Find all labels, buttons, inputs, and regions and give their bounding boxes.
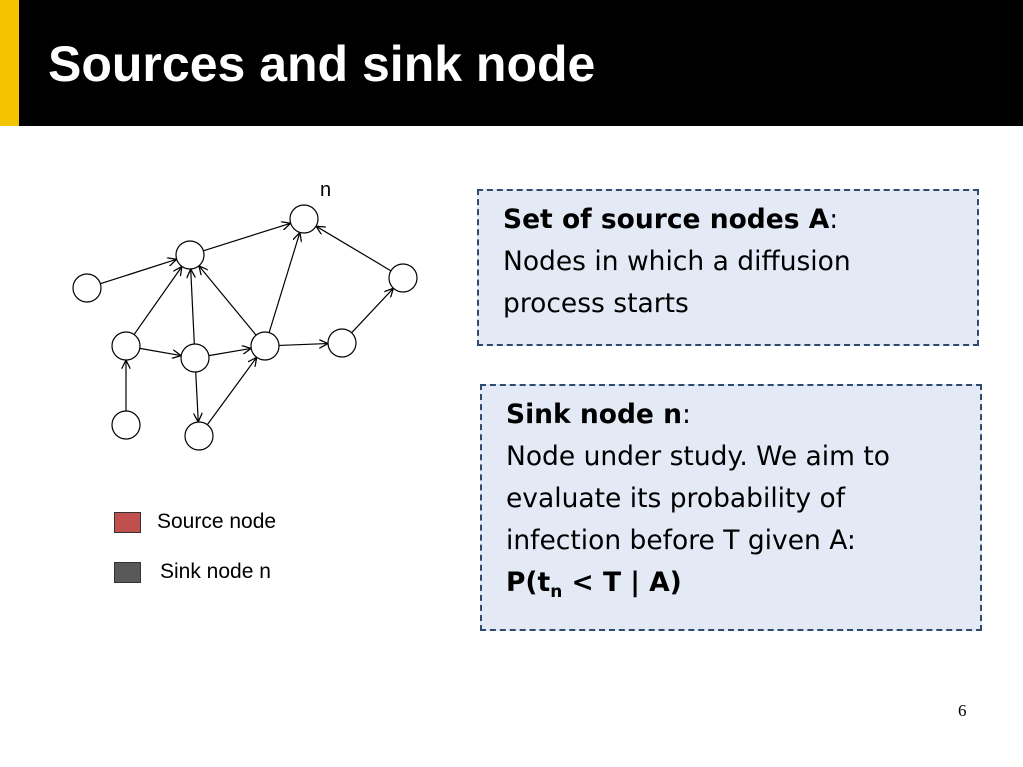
source-definition-box: Set of source nodes A: Nodes in which a …	[477, 189, 979, 346]
slide-title: Sources and sink node	[48, 36, 596, 92]
legend-sink-swatch	[114, 561, 141, 583]
source-box-heading-line: Set of source nodes A:	[503, 199, 977, 241]
edge-n5-n10	[196, 371, 199, 421]
node-layer	[72, 204, 418, 451]
source-box-line: Nodes in which a diffusion	[503, 246, 851, 277]
page-number: 6	[958, 701, 967, 720]
edge-n6-n0	[268, 233, 299, 333]
sink-node	[289, 204, 319, 234]
edge-n6-n2	[200, 267, 257, 336]
sink-box-heading: Sink node n	[506, 399, 682, 430]
legend-sink-label: Sink node n	[160, 560, 271, 583]
source-box-colon: :	[829, 204, 839, 235]
edge-n4-n2	[133, 267, 181, 335]
graph-node	[327, 328, 357, 358]
title-bar	[0, 0, 1023, 126]
edge-n3-n0	[317, 227, 392, 272]
edge-n8-n3	[351, 289, 393, 334]
sink-node-label: n	[320, 179, 331, 201]
edge-layer	[100, 224, 393, 426]
formula-prefix: P(t	[506, 567, 551, 598]
graph-node	[111, 331, 141, 361]
legend-source-swatch	[114, 511, 141, 533]
source-box-line: process starts	[503, 288, 689, 319]
legend-source: Source node	[114, 510, 276, 534]
legend-source-label: Source node	[157, 510, 277, 533]
graph-node	[175, 240, 205, 270]
legend-sink: Sink node n	[114, 560, 271, 584]
sink-box-line: evaluate its probability of	[506, 483, 846, 514]
edge-n1-n2	[100, 260, 175, 285]
edge-n10-n6	[206, 358, 256, 426]
edge-n5-n6	[208, 349, 250, 357]
edge-n4-n5	[139, 347, 180, 355]
graph-node	[111, 410, 141, 440]
sink-box-line: infection before T given A:	[506, 525, 856, 556]
graph-node	[180, 343, 210, 373]
formula-subscript: n	[550, 582, 563, 602]
graph-node	[184, 421, 214, 451]
graph-node	[250, 331, 280, 361]
edge-n5-n2	[191, 270, 195, 345]
sink-definition-box: Sink node n: Node under study. We aim to…	[480, 384, 982, 631]
graph-node	[388, 263, 418, 293]
sink-box-formula: P(tn < T | A)	[506, 562, 980, 604]
edge-n2-n0	[203, 224, 289, 252]
sink-box-heading-line: Sink node n:	[506, 394, 980, 436]
source-box-heading: Set of source nodes A	[503, 204, 830, 235]
graph-node	[72, 273, 102, 303]
title-accent-stripe	[0, 0, 19, 126]
sink-box-line: Node under study. We aim to	[506, 441, 891, 472]
sink-box-colon: :	[682, 399, 691, 430]
edge-n6-n8	[278, 344, 327, 346]
formula-suffix: < T | A)	[562, 567, 682, 598]
